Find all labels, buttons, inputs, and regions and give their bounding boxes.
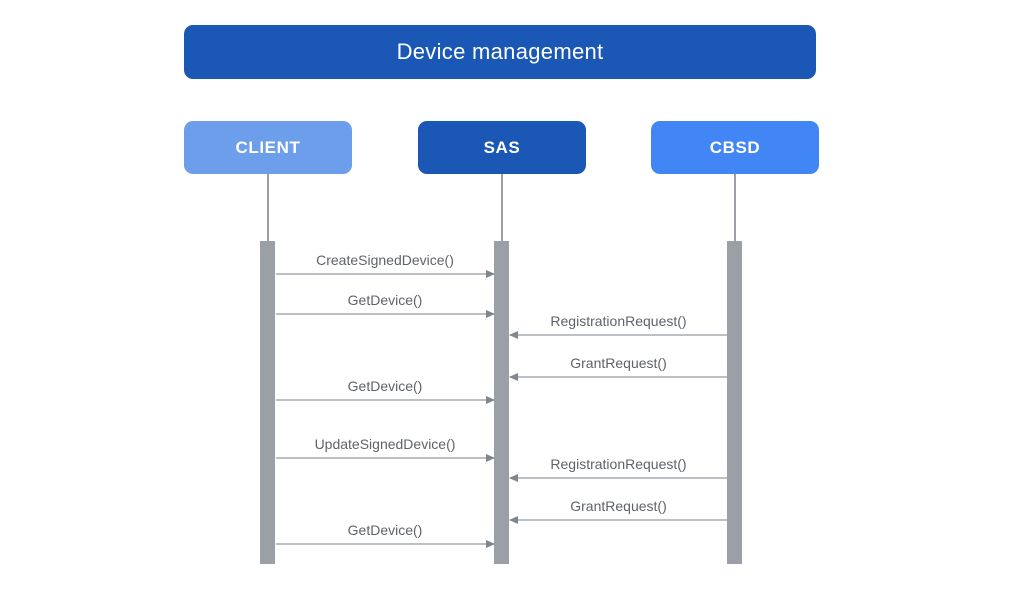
diagram-title: Device management <box>184 25 816 79</box>
message-grant-request-2: GrantRequest() <box>509 498 727 524</box>
arrowhead-left-icon <box>509 372 518 381</box>
lifeline-cbsd <box>734 174 736 241</box>
message-line <box>276 269 495 278</box>
message-label: GrantRequest() <box>570 355 667 371</box>
message-grant-request-1: GrantRequest() <box>509 355 727 381</box>
message-label: GetDevice() <box>347 378 423 394</box>
arrowhead-right-icon <box>486 269 495 278</box>
arrowhead-left-icon <box>509 473 518 482</box>
actor-client: CLIENT <box>184 121 352 174</box>
message-update-signed-device: UpdateSignedDevice() <box>276 436 495 462</box>
message-label: GetDevice() <box>347 522 423 538</box>
message-line <box>509 372 727 381</box>
message-get-device-3: GetDevice() <box>276 522 495 548</box>
message-label: UpdateSignedDevice() <box>314 436 456 452</box>
message-label: RegistrationRequest() <box>550 313 687 329</box>
message-line <box>509 515 727 524</box>
arrowhead-right-icon <box>486 309 495 318</box>
arrowhead-right-icon <box>486 539 495 548</box>
arrowhead-left-icon <box>509 515 518 524</box>
message-line <box>276 453 495 462</box>
activation-bar-sas <box>494 241 509 564</box>
actor-sas: SAS <box>418 121 586 174</box>
message-create-signed-device: CreateSignedDevice() <box>276 252 495 278</box>
message-get-device-1: GetDevice() <box>276 292 495 318</box>
activation-bar-client <box>260 241 275 564</box>
message-get-device-2: GetDevice() <box>276 378 495 404</box>
arrowhead-left-icon <box>509 330 518 339</box>
message-registration-request-2: RegistrationRequest() <box>509 456 727 482</box>
message-line <box>276 539 495 548</box>
lifeline-sas <box>501 174 503 241</box>
message-line <box>509 330 727 339</box>
message-line <box>276 395 495 404</box>
activation-bar-cbsd <box>727 241 742 564</box>
actor-cbsd: CBSD <box>651 121 819 174</box>
arrowhead-right-icon <box>486 453 495 462</box>
message-line <box>509 473 727 482</box>
message-label: GrantRequest() <box>570 498 667 514</box>
lifeline-client <box>267 174 269 241</box>
message-line <box>276 309 495 318</box>
message-label: GetDevice() <box>347 292 423 308</box>
arrowhead-right-icon <box>486 395 495 404</box>
message-registration-request-1: RegistrationRequest() <box>509 313 727 339</box>
message-label: RegistrationRequest() <box>550 456 687 472</box>
message-label: CreateSignedDevice() <box>316 252 454 268</box>
